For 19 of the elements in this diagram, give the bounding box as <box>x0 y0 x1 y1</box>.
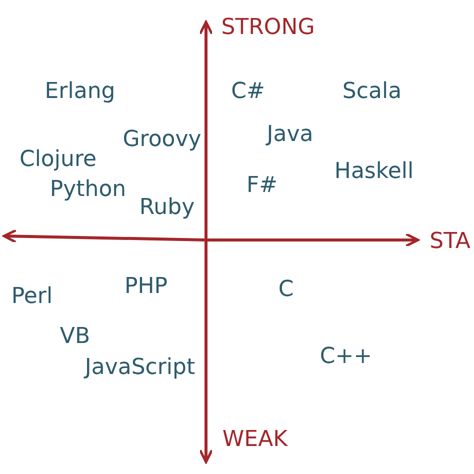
language-label: Java <box>266 124 314 146</box>
language-label: Python <box>50 179 126 201</box>
language-label: JavaScript <box>84 357 196 379</box>
language-label: C <box>278 279 294 301</box>
language-label: VB <box>60 326 90 348</box>
language-label: Erlang <box>44 81 116 103</box>
axis-label: STA <box>430 231 470 253</box>
language-label: Perl <box>11 286 53 308</box>
language-label: Scala <box>342 81 402 103</box>
axis-label: STRONG <box>221 17 315 39</box>
language-label: Ruby <box>139 197 195 219</box>
language-label: F# <box>246 175 278 197</box>
language-label: Haskell <box>334 161 414 183</box>
language-label: Groovy <box>122 129 202 151</box>
language-label: Clojure <box>19 149 97 171</box>
axis-label: WEAK <box>222 429 288 451</box>
language-label: PHP <box>124 276 168 298</box>
language-label: C# <box>231 81 265 103</box>
language-label: C++ <box>320 346 372 368</box>
